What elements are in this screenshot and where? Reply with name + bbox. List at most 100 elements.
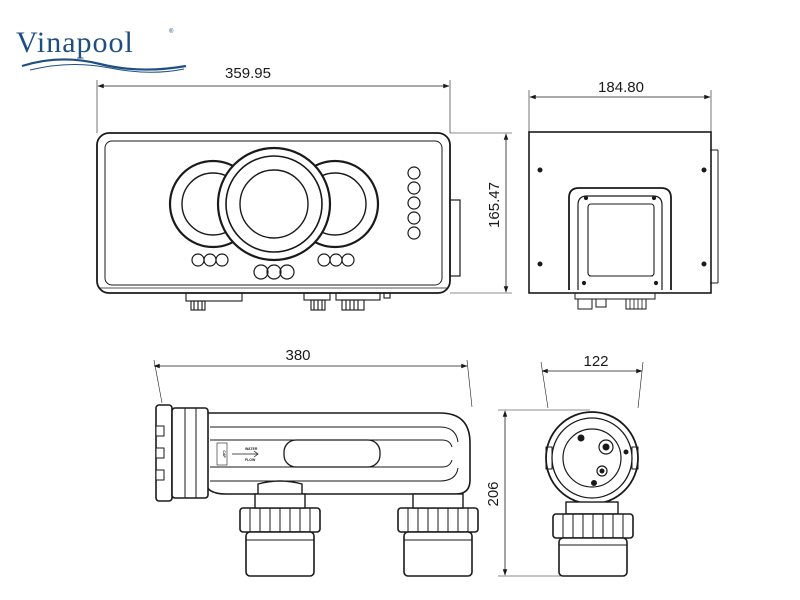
- screw: [583, 195, 589, 201]
- led-2: [407, 181, 421, 195]
- dim-diameter-label: 122: [583, 353, 608, 370]
- flow-label-2: FLOW: [245, 458, 256, 462]
- screw: [577, 434, 585, 442]
- logo-wave-thin: [29, 63, 185, 73]
- end-view-outer: [545, 411, 639, 505]
- terminal-top: [598, 439, 614, 455]
- left-union-body: [254, 493, 306, 509]
- right-union-grips: [407, 508, 469, 532]
- cell-label-window: [283, 439, 381, 468]
- side-bracket-window: [587, 203, 655, 277]
- dim-diameter-ext-right: [637, 361, 644, 409]
- end-cap-notch: [155, 447, 165, 459]
- left-pipe-neck: [257, 480, 303, 494]
- side-bracket-outer: [568, 187, 672, 290]
- button: [215, 253, 229, 267]
- flow-arrow: [232, 450, 259, 458]
- button: [279, 264, 295, 280]
- led-5: [407, 226, 421, 240]
- end-view-tab: [545, 446, 553, 470]
- right-button-group: [317, 253, 355, 267]
- indicator-leds: [407, 166, 421, 240]
- led-4: [407, 211, 421, 225]
- flow-label-1: WATER: [245, 447, 258, 451]
- end-view-tab: [631, 446, 639, 470]
- center-display-ring: [225, 155, 323, 253]
- side-tab: [449, 199, 461, 277]
- left-pipe-socket: [245, 531, 315, 577]
- screw: [701, 167, 707, 173]
- dim-diameter-ext-left: [540, 361, 549, 409]
- center-display-screen: [239, 169, 309, 239]
- led-1: [407, 166, 421, 180]
- end-cap-notch: [155, 469, 165, 481]
- terminal-bottom: [596, 465, 608, 477]
- button: [329, 253, 343, 267]
- terminal-top-core: [602, 443, 610, 451]
- end-cap-notch: [155, 425, 165, 437]
- cap-label: CAP: [222, 450, 226, 458]
- control-unit-front-view: 359.95: [96, 65, 512, 311]
- end-view-pipe-socket: [558, 537, 628, 577]
- housing-inner: [104, 140, 443, 286]
- connector-right: [341, 299, 365, 311]
- cell-rib: [210, 439, 453, 448]
- brand-name: Vinapool: [16, 26, 134, 59]
- led-3: [407, 196, 421, 210]
- side-connector-base: [574, 292, 656, 300]
- dim-depth-label: 184.80: [598, 79, 644, 96]
- screw: [651, 195, 657, 201]
- screw: [623, 449, 629, 455]
- left-button-group: [191, 253, 229, 267]
- connector-right-base: [335, 292, 381, 301]
- side-connector: [625, 298, 647, 310]
- side-connector: [577, 298, 593, 310]
- dim-height-label: 165.47: [486, 182, 503, 228]
- connector-stub: [383, 292, 391, 299]
- dim-length-label: 380: [285, 347, 310, 364]
- screw: [591, 480, 597, 486]
- end-view-middle: [551, 417, 633, 499]
- cell-end-view: 122 206: [485, 353, 644, 577]
- dim-length-ext-left: [153, 359, 163, 404]
- button: [191, 253, 205, 267]
- connector-mid-base: [303, 292, 331, 301]
- side-connector: [595, 298, 607, 308]
- center-button-group: [253, 264, 295, 280]
- right-union-body: [412, 493, 464, 509]
- right-pipe-socket: [403, 531, 473, 577]
- control-unit-side-view: 184.80: [528, 79, 719, 310]
- cell-rib: [210, 426, 459, 443]
- button: [253, 264, 269, 280]
- cell-side-view: 380 CAP WATER FLOW: [153, 347, 479, 577]
- bottom-connectors: [185, 292, 391, 311]
- button: [266, 264, 282, 280]
- cell-rib: [210, 459, 453, 468]
- side-housing: [528, 131, 712, 294]
- center-display-bezel: [216, 146, 332, 262]
- dim-width-label: 359.95: [225, 65, 271, 82]
- side-bracket-inner: [577, 195, 663, 290]
- terminal-bottom-core: [599, 468, 605, 474]
- brand-logo: Vinapool ®: [16, 26, 187, 73]
- left-union-grips: [249, 508, 311, 532]
- end-cap-ring: [171, 407, 209, 499]
- dim-length-ext-right: [466, 359, 473, 408]
- screw: [701, 261, 707, 267]
- cap-label-frame: [216, 442, 228, 466]
- connector-left-base: [185, 292, 243, 302]
- screw: [581, 280, 587, 286]
- end-view-union-body: [565, 501, 619, 515]
- button: [203, 253, 217, 267]
- logo-wave: [21, 58, 187, 71]
- screw: [653, 280, 659, 286]
- registered-mark: ®: [169, 28, 174, 35]
- screw: [537, 261, 543, 267]
- dim-cell-height-label: 206: [485, 481, 502, 506]
- screw: [537, 167, 543, 173]
- button: [317, 253, 331, 267]
- end-view-union-grips: [562, 514, 624, 538]
- end-view-inner: [562, 428, 622, 488]
- button: [341, 253, 355, 267]
